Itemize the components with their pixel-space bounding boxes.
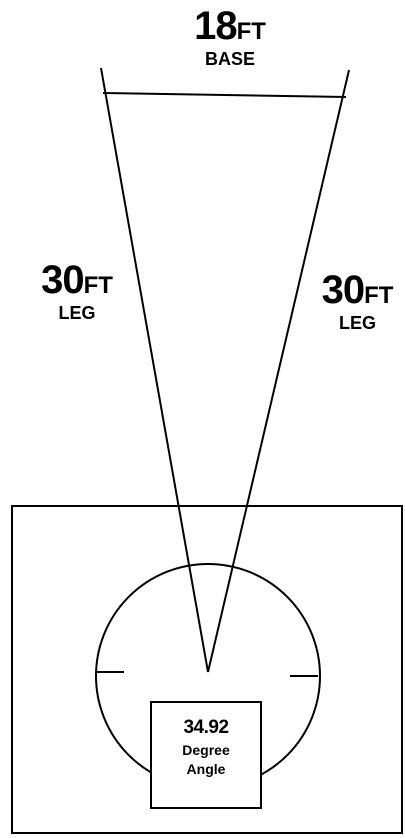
right-leg-line (207, 69, 350, 673)
angle-value: 34.92 (183, 717, 229, 738)
outer-frame (11, 505, 403, 834)
angle-unit-line: Degree (182, 742, 230, 758)
left-leg-label: 30FT LEG (22, 260, 132, 322)
left-leg-value: 30 (41, 258, 84, 302)
angle-box: 34.92 Degree Angle (150, 701, 262, 809)
right-leg-label: 30FT LEG (310, 270, 405, 332)
base-caption: BASE (204, 49, 255, 69)
left-leg-caption: LEG (58, 303, 96, 323)
base-unit: FT (236, 18, 266, 45)
left-leg-line (100, 67, 209, 673)
base-label: 18FT BASE (170, 6, 290, 68)
right-leg-caption: LEG (338, 313, 376, 333)
right-leg-unit: FT (364, 282, 394, 309)
base-value: 18 (194, 4, 237, 48)
left-leg-unit: FT (83, 272, 113, 299)
angle-caption-line: Angle (186, 761, 226, 777)
base-line (102, 92, 347, 98)
right-leg-value: 30 (321, 268, 365, 312)
